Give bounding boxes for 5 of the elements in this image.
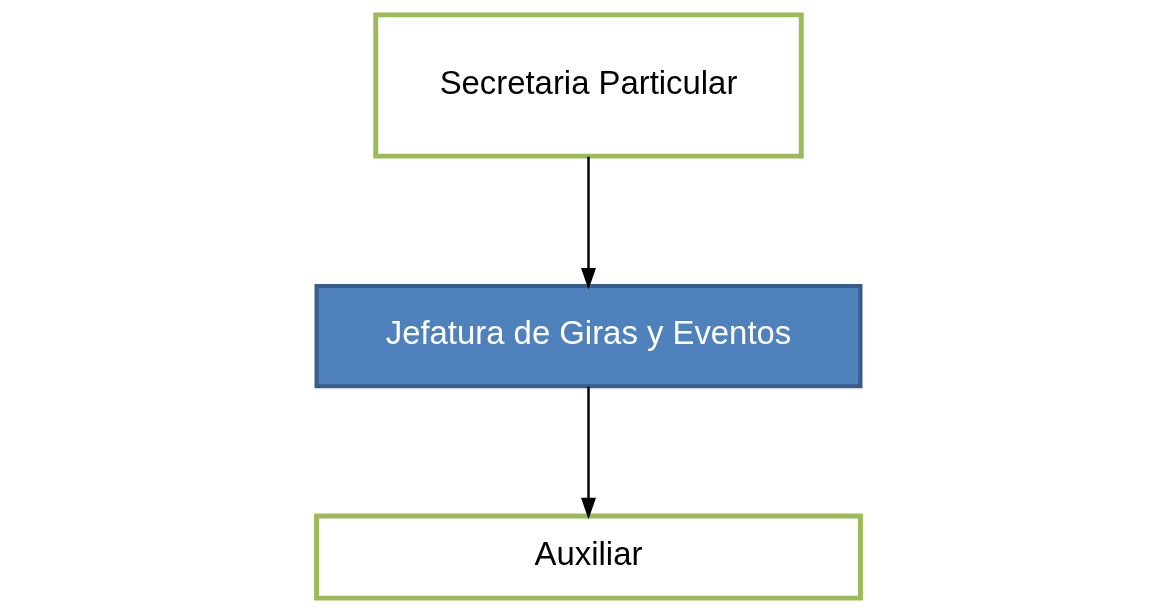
node-box: Jefatura de Giras y Eventos xyxy=(314,283,862,389)
node-box: Secretaria Particular xyxy=(372,12,804,159)
arrow xyxy=(580,386,596,520)
arrow xyxy=(580,156,596,290)
node-box: Auxiliar xyxy=(313,513,863,601)
